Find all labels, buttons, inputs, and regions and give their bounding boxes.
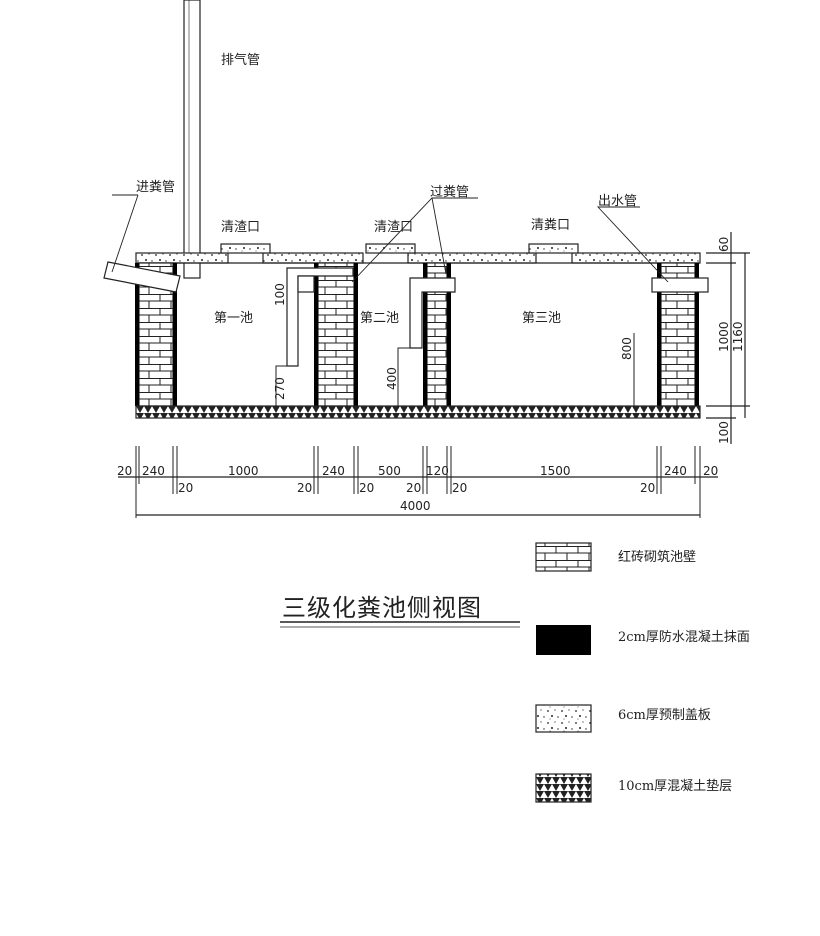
dim-total: 4000 xyxy=(400,499,431,513)
dim-row1-7: 1500 xyxy=(540,464,571,478)
inlet-pipe xyxy=(103,261,181,293)
dim-row1-3: 1000 xyxy=(228,464,259,478)
cover-slab-left xyxy=(135,252,229,264)
cover-slab-mid1 xyxy=(262,252,364,264)
precast-slab-icon xyxy=(535,704,592,733)
tank-section xyxy=(103,0,750,518)
dim-row2-2: 20 xyxy=(297,481,312,495)
clean-port-cover-2 xyxy=(365,243,416,254)
title-block: 三级化粪池侧视图 xyxy=(280,594,520,628)
dim-row1-2: 240 xyxy=(142,464,165,478)
dim-row1-1: 20 xyxy=(117,464,132,478)
label-chamber-1: 第一池 xyxy=(214,311,253,326)
label-clean-port-2: 清渣口 xyxy=(374,220,413,235)
legend-text-4: 10cm厚混凝土垫层 xyxy=(618,778,732,794)
dim-row2-6: 20 xyxy=(640,481,655,495)
dim-row2-5: 20 xyxy=(452,481,467,495)
label-transfer-pipe: 过粪管 xyxy=(430,185,469,200)
label-chamber-3: 第三池 xyxy=(522,311,561,326)
concrete-bedding-icon xyxy=(535,773,592,803)
legend-text-3: 6cm厚预制盖板 xyxy=(618,708,711,723)
label-vent-pipe: 排气管 xyxy=(221,52,260,68)
dim-100-inner: 100 xyxy=(273,283,287,306)
brick-wall-2 xyxy=(317,262,355,407)
dim-row2-4: 20 xyxy=(406,481,421,495)
dim-row1-5: 500 xyxy=(378,464,401,478)
dim-row2-3: 20 xyxy=(359,481,374,495)
page-title: 三级化粪池侧视图 xyxy=(282,594,482,622)
label-outlet-pipe: 出水管 xyxy=(598,194,637,209)
dim-row1-4: 240 xyxy=(322,464,345,478)
label-chamber-2: 第二池 xyxy=(360,311,399,326)
dim-row1-9: 20 xyxy=(703,464,718,478)
clean-port-cover-1 xyxy=(220,243,271,254)
cover-slab-right xyxy=(571,252,701,264)
concrete-bedding xyxy=(135,405,701,419)
brick-icon xyxy=(535,542,592,572)
callout-labels: 排气管 进粪管 清渣口 清渣口 清粪口 过粪管 出水管 第一池 第二池 第三池 xyxy=(136,52,637,326)
right-dimensions: 60 1000 1160 100 xyxy=(717,237,745,444)
label-clean-port-1: 清渣口 xyxy=(221,220,260,235)
inner-dimensions: 100 270 400 800 xyxy=(273,283,634,400)
legend-text-2: 2cm厚防水混凝土抹面 xyxy=(618,629,750,645)
dim-row1-8: 240 xyxy=(664,464,687,478)
solid-black-icon xyxy=(536,625,591,655)
dim-60: 60 xyxy=(717,237,731,252)
dim-row1-6: 120 xyxy=(426,464,449,478)
label-inlet-pipe: 进粪管 xyxy=(136,180,175,195)
label-clean-port-3: 清粪口 xyxy=(531,218,570,233)
outlet-pipe xyxy=(651,277,709,293)
legend-text-1: 红砖砌筑池壁 xyxy=(618,549,696,565)
dim-100-bottom: 100 xyxy=(717,421,731,444)
dim-1000: 1000 xyxy=(717,321,731,352)
cover-slab-mid2 xyxy=(407,252,537,264)
bottom-dimensions: 20 240 1000 240 500 120 1500 240 20 20 2… xyxy=(117,464,718,513)
dim-row2-1: 20 xyxy=(178,481,193,495)
dim-800: 800 xyxy=(620,337,634,360)
dim-400: 400 xyxy=(385,367,399,390)
vent-pipe xyxy=(183,0,201,279)
dim-1160: 1160 xyxy=(731,321,745,352)
legend: 红砖砌筑池壁 2cm厚防水混凝土抹面 6cm厚预制盖板 10cm厚混凝土垫层 xyxy=(535,542,750,803)
clean-port-cover-3 xyxy=(528,243,579,254)
dim-270: 270 xyxy=(273,377,287,400)
